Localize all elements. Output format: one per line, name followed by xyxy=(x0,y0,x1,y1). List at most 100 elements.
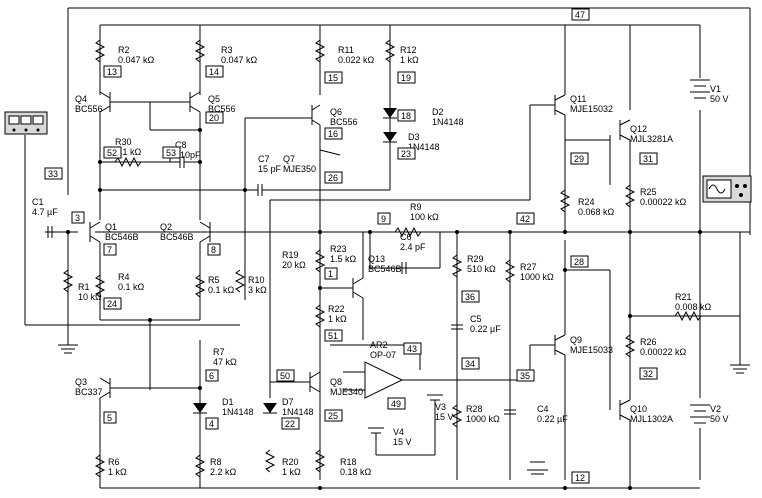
component-name-r6: R6 xyxy=(108,457,120,467)
node-label: 29 xyxy=(574,154,584,164)
component-value-r18: 0.18 kΩ xyxy=(340,467,372,477)
node-box xyxy=(71,211,85,224)
component-name-r2: R2 xyxy=(118,45,130,55)
node-label: 42 xyxy=(520,214,530,224)
node-box xyxy=(103,411,117,424)
component-name-r7: R7 xyxy=(213,347,225,357)
node-label: 16 xyxy=(328,129,338,139)
node-label: 7 xyxy=(107,245,112,255)
node-label: 18 xyxy=(401,111,411,121)
node-box xyxy=(570,255,589,268)
node-box xyxy=(639,367,658,380)
node-label: 1 xyxy=(328,269,333,279)
component-value-q13: BC546B xyxy=(368,264,402,274)
component-name-q8: Q8 xyxy=(330,377,342,387)
node-box xyxy=(205,369,219,382)
node-label: 53 xyxy=(166,148,176,158)
node-box xyxy=(205,111,224,124)
component-value-q2: BC546B xyxy=(160,232,194,242)
component-name-c6: C6 xyxy=(400,232,412,242)
component-name-q2: Q2 xyxy=(160,222,172,232)
component-value-v4: 15 V xyxy=(393,437,412,447)
node-label: 28 xyxy=(574,257,584,267)
component-value-q3: BC337 xyxy=(75,387,103,397)
component-value-q8: MJE340 xyxy=(330,387,363,397)
node-label: 22 xyxy=(285,419,295,429)
component-name-r18: R18 xyxy=(340,457,357,467)
node-label: 47 xyxy=(575,10,585,20)
component-value-r27: 1000 kΩ xyxy=(520,272,554,282)
function-generator-icon[interactable] xyxy=(4,111,48,135)
component-value-c6: 2.4 pF xyxy=(400,242,426,252)
component-name-q4: Q4 xyxy=(75,94,87,104)
node-box xyxy=(324,409,343,422)
component-name-q13: Q13 xyxy=(368,254,385,264)
component-name-r3: R3 xyxy=(221,45,233,55)
component-name-r27: R27 xyxy=(520,262,537,272)
component-value-c1: 4.7 µF xyxy=(32,207,58,217)
node-label: 12 xyxy=(575,473,585,483)
component-name-c5: C5 xyxy=(470,314,482,324)
component-name-r20: R20 xyxy=(282,457,299,467)
component-name-r12: R12 xyxy=(400,45,417,55)
node-label: 43 xyxy=(407,344,417,354)
node-box xyxy=(44,167,63,180)
component-name-c7: C7 xyxy=(258,154,270,164)
node-label: 8 xyxy=(211,245,216,255)
node-box xyxy=(377,212,391,225)
node-box xyxy=(461,357,480,370)
node-label: 51 xyxy=(328,331,338,341)
component-value-q9: MJE15033 xyxy=(570,345,613,355)
component-value-r25: 0.00022 kΩ xyxy=(640,197,687,207)
component-value-q6: BC556 xyxy=(330,117,358,127)
component-name-q5: Q5 xyxy=(208,94,220,104)
component-name-r21: R21 xyxy=(675,292,692,302)
node-box xyxy=(397,147,416,160)
component-value-v2: 50 V xyxy=(710,414,729,424)
component-name-q7: Q7 xyxy=(283,154,295,164)
node-label: 14 xyxy=(209,67,219,77)
component-name-c8: C8 xyxy=(175,140,187,150)
node-label: 20 xyxy=(209,113,219,123)
component-value-r26: 0.00022 kΩ xyxy=(640,347,687,357)
node-label: 19 xyxy=(401,73,411,83)
component-name-r23: R23 xyxy=(330,244,347,254)
component-name-v4: V4 xyxy=(393,427,404,437)
component-name-r9: R9 xyxy=(410,202,422,212)
node-box xyxy=(162,146,181,159)
component-value-r24: 0.068 kΩ xyxy=(578,207,615,217)
node-box xyxy=(387,397,406,410)
component-name-q9: Q9 xyxy=(570,335,582,345)
component-name-r22: R22 xyxy=(328,304,345,314)
component-value-r19: 20 kΩ xyxy=(282,260,306,270)
node-box xyxy=(397,71,416,84)
node-label: 5 xyxy=(107,413,112,423)
node-label: 32 xyxy=(643,369,653,379)
component-name-d2: D2 xyxy=(432,107,444,117)
node-box xyxy=(571,471,590,484)
node-box xyxy=(516,212,535,225)
node-box xyxy=(324,267,338,280)
component-name-r8: R8 xyxy=(210,457,222,467)
node-box xyxy=(324,329,343,342)
node-label: 50 xyxy=(280,371,290,381)
component-value-d1: 1N4148 xyxy=(222,407,254,417)
component-name-c4: C4 xyxy=(537,404,549,414)
component-value-c8: 510pF xyxy=(175,150,201,160)
oscilloscope-icon[interactable] xyxy=(702,175,752,203)
component-value-r20: 1 kΩ xyxy=(282,467,301,477)
component-name-r30: R30 xyxy=(115,137,132,147)
component-value-q5: BC556 xyxy=(208,104,236,114)
component-value-r5: 0.1 kΩ xyxy=(208,285,235,295)
component-value-r2: 0.047 kΩ xyxy=(118,55,155,65)
component-name-r11: R11 xyxy=(338,45,354,55)
component-name-r28: R28 xyxy=(466,404,483,414)
component-name-r5: R5 xyxy=(208,275,220,285)
node-box xyxy=(281,417,300,430)
component-value-r30: 5.1 kΩ xyxy=(115,147,142,157)
component-value-r11: 0.022 kΩ xyxy=(338,55,375,65)
component-value-q1: BC546B xyxy=(105,232,139,242)
node-box xyxy=(324,171,343,184)
